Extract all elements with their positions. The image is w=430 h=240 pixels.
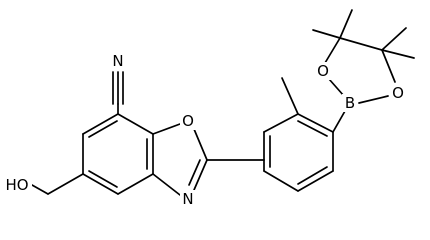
atom-labels: N O N HO B O O [2, 52, 406, 208]
bond-c5-ch2 [47, 173, 84, 195]
structure-diagram: N O N HO B O O [2, 9, 415, 208]
atom-label-hydroxyl: HO [5, 176, 28, 194]
bond-me-3 [381, 27, 407, 51]
bond-c6-c7-inner [88, 120, 118, 138]
atom-label-oxazole-n: N [182, 190, 193, 208]
atom-label-boron: B [345, 94, 355, 112]
atom-label-dioxaborolane-o-lower: O [392, 84, 404, 102]
bond-ph-b-c-inner [297, 120, 328, 137]
bond-methyl [281, 77, 299, 115]
bond-ch2-oh [31, 184, 49, 195]
bond-c2-n3-inner [188, 159, 201, 186]
atom-label-dioxaborolane-o-upper: O [317, 62, 329, 80]
bond-ph-a-b [263, 113, 299, 133]
bond-c4-c5 [82, 173, 119, 195]
bond-ph-d-e-inner [297, 166, 328, 185]
atom-label-nitrile-n: N [112, 52, 123, 70]
bond-n3-c3a [152, 173, 181, 196]
bond-me-1 [312, 29, 341, 39]
bond-o1-c2 [193, 128, 208, 161]
bond-c2-olow [381, 49, 396, 83]
bond-c-b [332, 110, 346, 133]
bond-ph-e-f [263, 170, 299, 192]
bond-c6-c7 [82, 113, 119, 135]
bond-b-oup [328, 78, 345, 97]
bond-c7a-o1 [152, 123, 181, 135]
bond-ph-b-c [297, 113, 334, 133]
bond-c4-c5-inner [88, 170, 118, 188]
bond-c3a-c4 [117, 173, 154, 195]
bond-c7-c7a [117, 113, 154, 135]
bond-oup-c1 [324, 37, 341, 64]
bond-me-4 [381, 49, 415, 59]
bonds [31, 9, 415, 196]
bond-c1-c2 [339, 37, 383, 51]
bond-me-2 [339, 9, 353, 39]
bond-olow-b [358, 95, 389, 104]
atom-label-oxazole-o: O [182, 112, 194, 130]
bond-c2-n3 [193, 159, 208, 191]
bond-ph-d-e [297, 170, 334, 192]
